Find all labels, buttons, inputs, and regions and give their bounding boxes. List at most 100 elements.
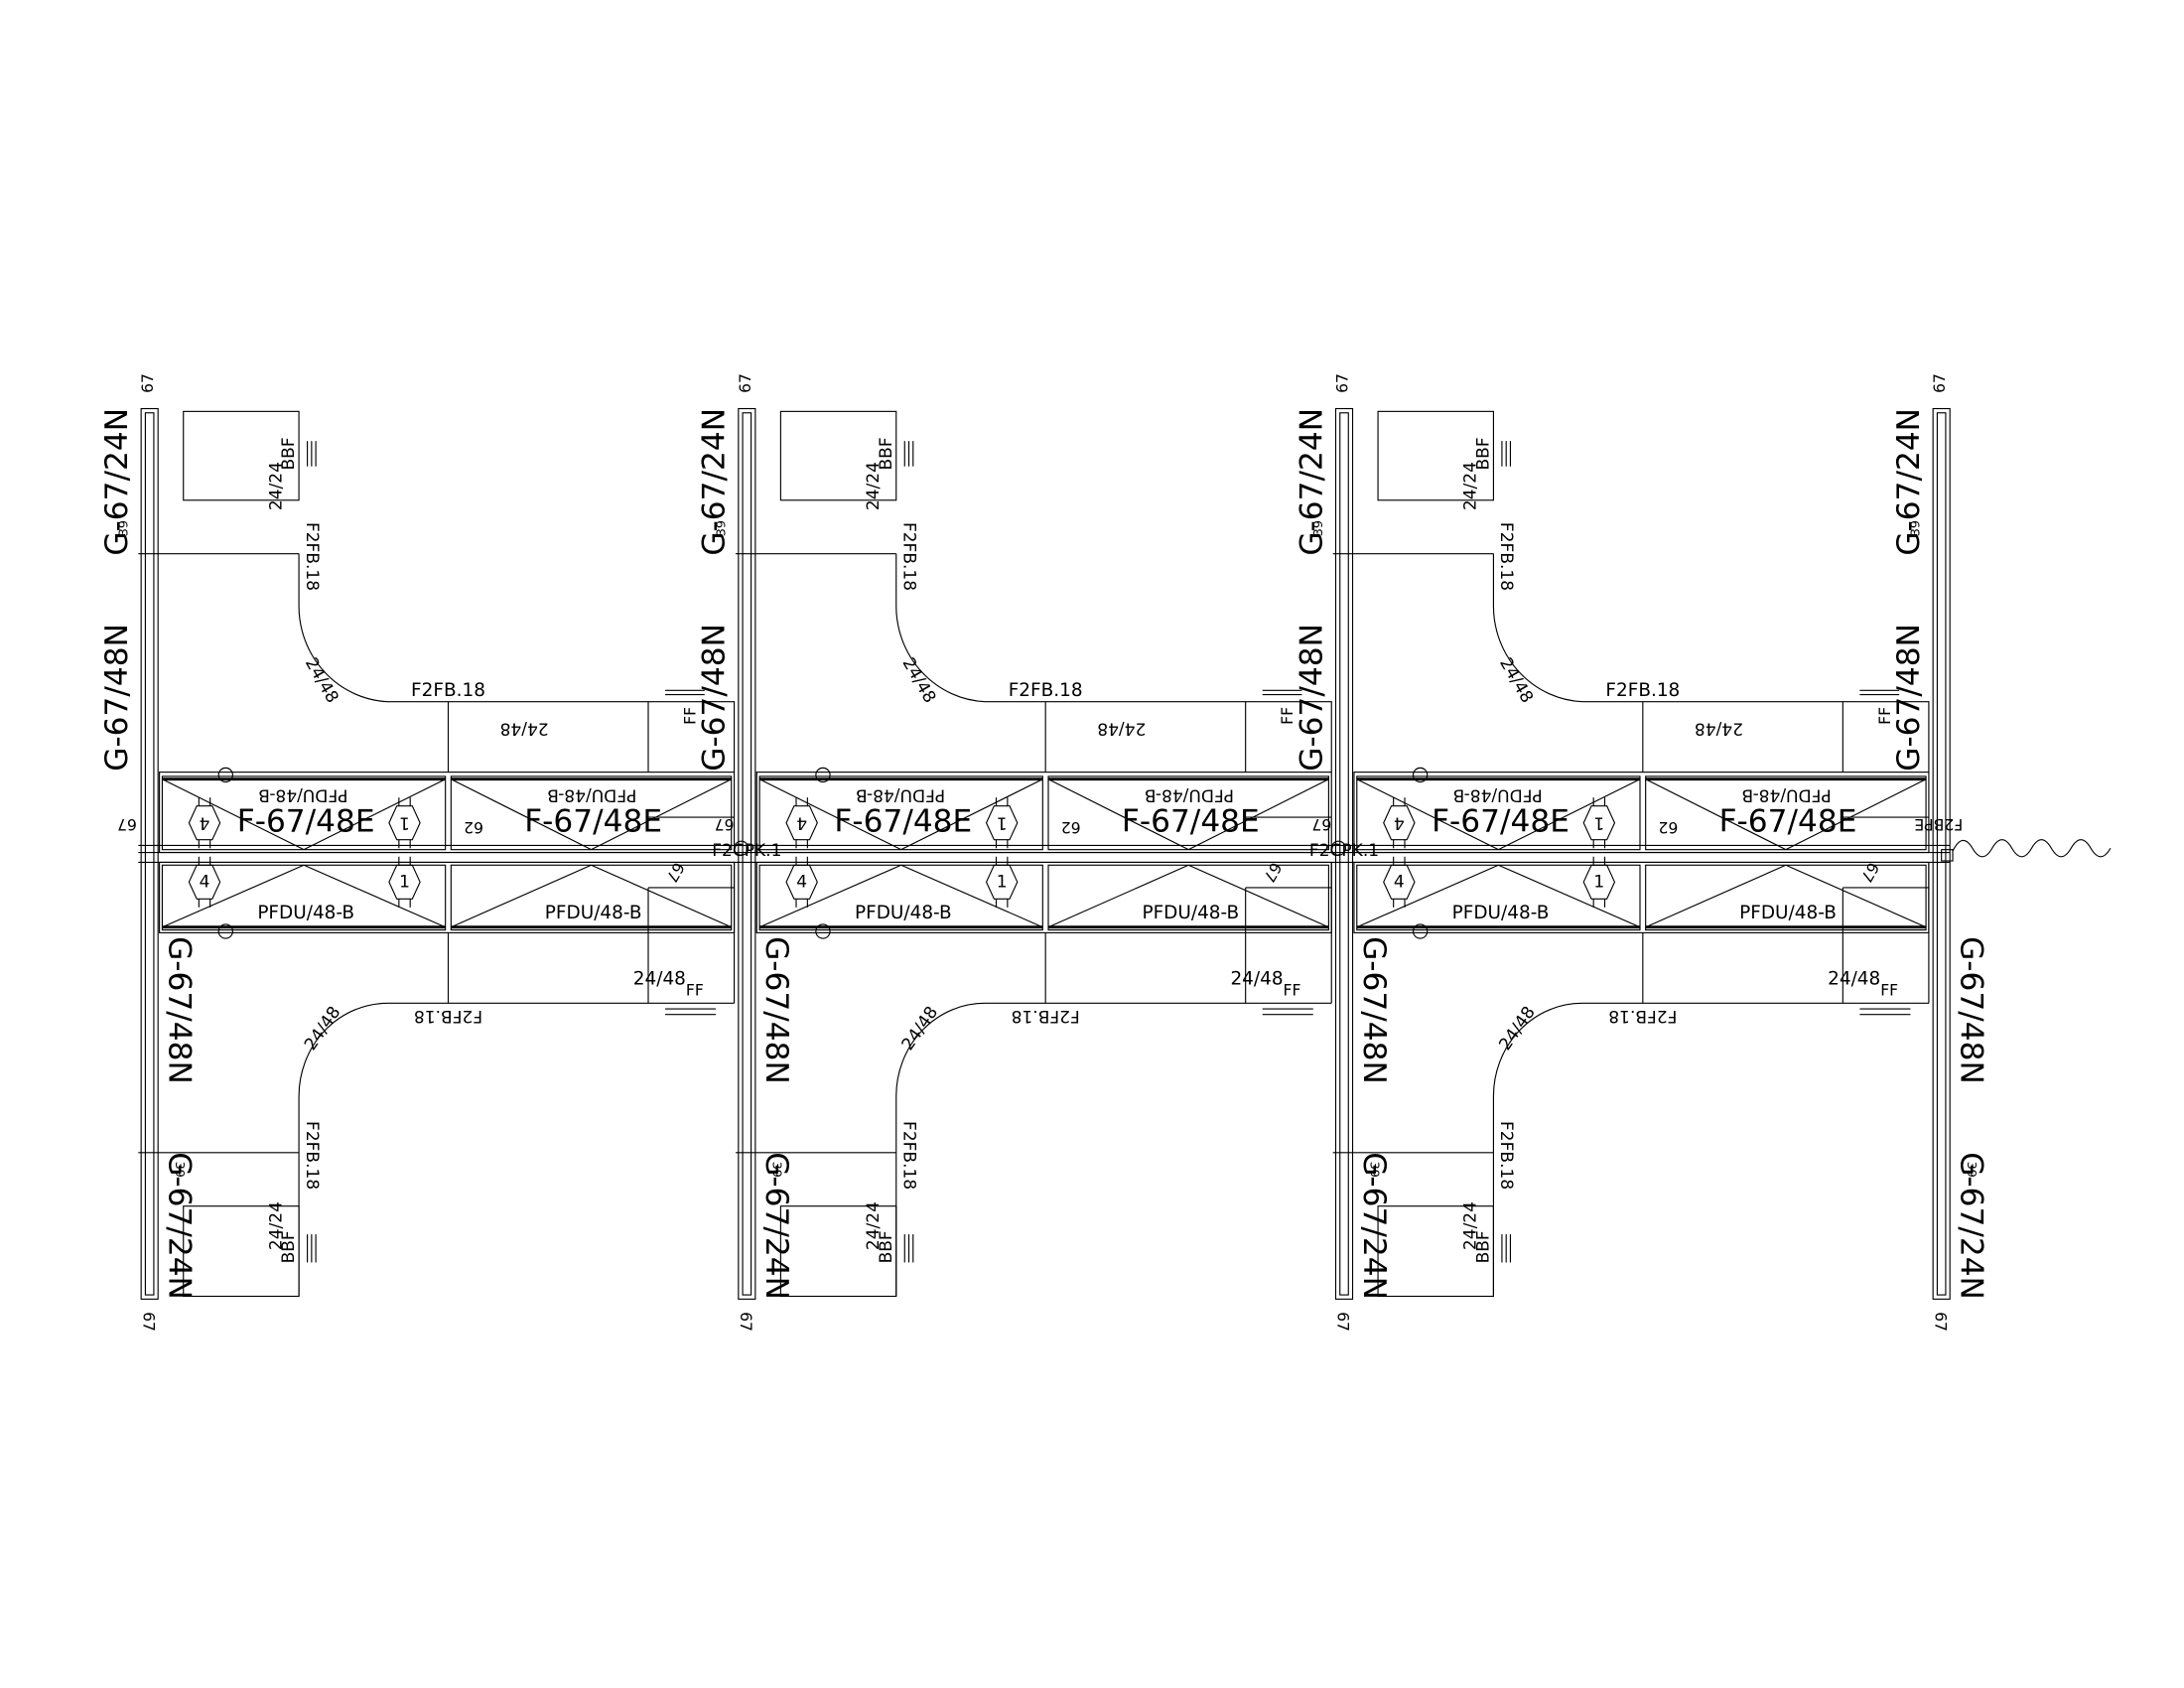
upper-pedestal-label: PFDU/48-B — [1453, 784, 1543, 804]
diagonal — [1785, 778, 1927, 851]
connector-circle — [1330, 840, 1346, 856]
panel-label-upper-long: G-67/48N — [1891, 624, 1927, 772]
bottom-corner-label: 24/48 — [1495, 1003, 1540, 1055]
top-return-label: F2FB.18 — [302, 522, 322, 591]
bottom-corner-worksurface — [298, 1002, 735, 1297]
hexagon-tag — [1582, 805, 1616, 841]
top-desk-size: 24/24 — [1461, 462, 1481, 510]
diagonal — [162, 778, 305, 851]
panel-height-top: 67 — [1931, 373, 1949, 393]
bottom-worksurface-label: 24/48 — [1828, 969, 1880, 990]
bottom-desk — [183, 1205, 300, 1298]
panel-label-upper-long: G-67/48N — [697, 624, 733, 772]
diagonal — [591, 864, 732, 928]
hex-tag-lower-right — [388, 864, 421, 900]
hex-tag-lower-right-label: 1 — [1593, 872, 1604, 892]
connector-circle — [733, 840, 750, 856]
top-corner-worksurface — [895, 553, 1332, 773]
panel-label-lower-long: G-67/48N — [758, 936, 794, 1084]
upper-panel-label: F-67/48E — [1719, 803, 1857, 839]
hexagon-tag — [985, 805, 1019, 841]
spine-height-label: 67 — [117, 815, 137, 833]
panel-label-upper-short: G-67/24N — [99, 408, 135, 556]
hex-tag-upper-right — [985, 805, 1019, 841]
panel-height-bottom: 67 — [1334, 1312, 1352, 1332]
hex-tag-upper-right — [1582, 805, 1616, 841]
bottom-return-label: F2FB.18 — [1496, 1121, 1516, 1190]
panel-height-bottom: 67 — [1931, 1312, 1949, 1332]
hexagon-tag — [785, 805, 818, 841]
lower-dim-label: 67 — [662, 859, 688, 885]
top-desk-size: 24/24 — [266, 462, 286, 510]
outlet-circle — [815, 767, 831, 783]
top-corner-worksurface — [1492, 553, 1930, 773]
panel-frame — [1334, 407, 1354, 1300]
panel-inner — [1339, 412, 1349, 1296]
diagonal — [1187, 778, 1329, 851]
diagonal — [758, 778, 901, 851]
diagonal — [591, 778, 732, 851]
connector-label: F2CPK.1 — [1309, 841, 1379, 861]
top-desk-type: BBF — [279, 437, 299, 470]
outlet-circle — [217, 923, 233, 939]
hexagon-tag — [985, 864, 1019, 900]
panel-offset-lower: 39 — [172, 1162, 187, 1178]
diagonal — [451, 778, 592, 851]
hexagon-tag — [785, 864, 818, 900]
hex-tag-lower-right — [985, 864, 1019, 900]
bottom-corner-worksurface — [895, 1002, 1332, 1297]
upper-dim-label: 62 — [464, 818, 483, 836]
bottom-return-label: F2FB.18 — [302, 1121, 322, 1190]
bottom-worksurface-label: 24/48 — [633, 969, 686, 990]
panel-offset-upper: 39 — [117, 520, 132, 536]
diagonal — [1047, 778, 1189, 851]
diagonal — [303, 864, 446, 928]
top-corner-label: 24/48 — [1495, 654, 1537, 706]
hex-tag-upper-left-label: 4 — [796, 813, 807, 833]
panel-label-upper-long: G-67/48N — [1294, 624, 1329, 772]
panel-inner — [1936, 412, 1947, 1296]
upper-panel-label: F-67/48E — [237, 803, 375, 839]
panel-offset-lower: 39 — [1964, 1162, 1979, 1178]
hex-tag-upper-right-label: 1 — [399, 813, 410, 833]
bottom-desk-size: 24/24 — [864, 1201, 884, 1250]
top-return-label: F2FB.18 — [1496, 522, 1516, 591]
diagonal — [303, 778, 446, 851]
diagonal — [1047, 864, 1189, 928]
diagonal — [1498, 778, 1641, 851]
diagonal — [1356, 864, 1499, 928]
panel-label-upper-short: G-67/24N — [1891, 408, 1927, 556]
panel-label-lower-short: G-67/24N — [758, 1152, 794, 1300]
diagonal — [1356, 778, 1499, 851]
upper-panel-label: F-67/48E — [834, 803, 972, 839]
bottom-desk — [1377, 1205, 1494, 1298]
panel-inner — [144, 412, 155, 1296]
diagonal — [758, 864, 901, 928]
hex-tag-upper-right-label: 1 — [997, 813, 1008, 833]
top-surface-label: F2FB.18 — [1605, 680, 1680, 701]
hex-tag-upper-left-label: 4 — [1394, 813, 1405, 833]
outlet-circle — [1412, 923, 1429, 939]
panel-frame — [1932, 407, 1951, 1300]
hexagon-tag — [388, 864, 421, 900]
bottom-file-label: FF — [1284, 982, 1301, 1000]
hex-tag-upper-left — [785, 805, 818, 841]
hex-tag-lower-right-label: 1 — [399, 872, 410, 892]
panel-label-lower-long: G-67/48N — [1953, 936, 1988, 1084]
upper-storage-row — [1353, 772, 1930, 854]
break-line — [1952, 839, 2112, 858]
top-file-label: FF — [1279, 707, 1297, 725]
panel-height-top: 67 — [139, 373, 157, 393]
lower-dim-label: 67 — [1260, 859, 1286, 885]
top-corner-worksurface — [298, 553, 736, 773]
bottom-desk-size: 24/24 — [266, 1201, 286, 1250]
hex-tag-upper-left — [1383, 805, 1416, 841]
hex-tag-lower-left-label: 4 — [1394, 872, 1405, 892]
top-file-label: FF — [1876, 707, 1894, 725]
spine-height-label: 67 — [1311, 815, 1331, 833]
upper-pedestal-label: PFDU/48-B — [856, 784, 945, 804]
hex-tag-lower-left-label: 4 — [200, 872, 210, 892]
top-desk-type: BBF — [877, 437, 896, 470]
bottom-corner-label: 24/48 — [898, 1003, 943, 1055]
